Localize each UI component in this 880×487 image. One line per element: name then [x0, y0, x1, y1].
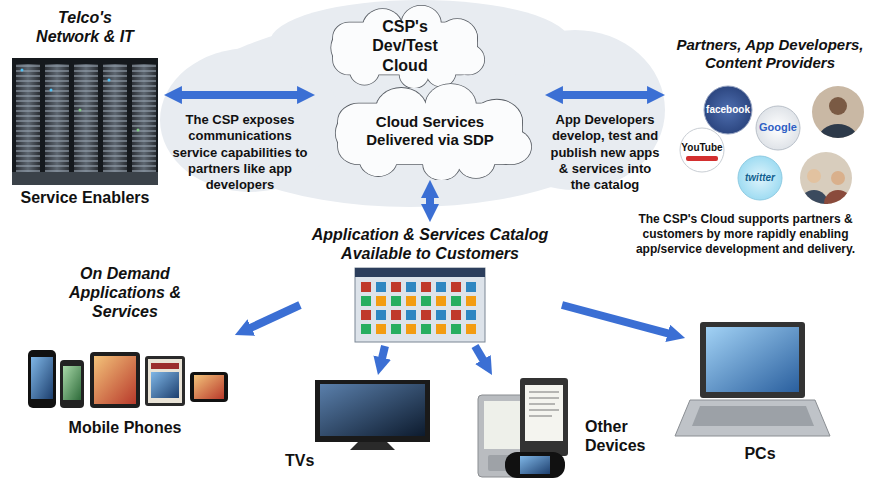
device-group: Other Devices — [470, 375, 665, 482]
cloud-label: Cloud Services Delivered via SDP — [355, 113, 505, 149]
logo-text: facebook — [698, 104, 758, 116]
device-group: PCs — [685, 318, 837, 468]
block-arrow — [475, 346, 487, 366]
device-group: On Demand Applications & ServicesMobile … — [15, 262, 235, 448]
partner-logos — [680, 86, 800, 200]
block-arrow — [426, 190, 434, 212]
background-cloud — [160, 0, 665, 207]
device-group: TVs — [285, 375, 445, 478]
group-caption: Service Enablers — [8, 188, 162, 207]
cloud-shape: Cloud Services Delivered via SDP — [315, 82, 545, 180]
cloud-outline — [315, 4, 495, 88]
app-catalog-screenshot — [355, 268, 485, 342]
block-arrow — [174, 91, 305, 99]
block-arrow — [244, 305, 300, 331]
annotation-text: App Developers develop, test and publish… — [548, 112, 662, 193]
annotation-text: The CSP's Cloud supports partners & cust… — [618, 212, 873, 257]
block-arrow — [380, 346, 385, 365]
laptop-picture — [675, 322, 830, 436]
group-caption: PCs — [685, 444, 835, 463]
other-devices-picture — [478, 378, 568, 478]
mobile-phones-picture — [28, 350, 228, 408]
server-picture-group: Telco's Network & IT Service Enablers — [8, 6, 164, 212]
block-arrow — [562, 305, 675, 335]
catalog-group: Application & Services Catalog Available… — [300, 222, 562, 346]
partner-photos — [800, 86, 864, 218]
server-room-picture — [12, 58, 158, 185]
logo-text: twitter — [730, 172, 790, 184]
cloud-label: CSP's Dev/Test Cloud — [348, 17, 463, 75]
partners-group: Partners, App Developers, Content Provid… — [665, 34, 877, 206]
cloud-outline — [315, 82, 545, 180]
group-caption: Mobile Phones — [25, 418, 225, 437]
logo-text: YouTube — [672, 142, 732, 154]
group-heading: Partners, App Developers, Content Provid… — [665, 36, 875, 72]
group-heading: Telco's Network & IT — [30, 8, 140, 46]
cloud-shape: CSP's Dev/Test Cloud — [315, 4, 495, 88]
group-caption: TVs — [285, 451, 325, 470]
annotation-text: The CSP exposes communications service c… — [166, 112, 314, 193]
group-heading: On Demand Applications & Services — [50, 264, 200, 322]
logo-text: Google — [748, 121, 808, 134]
block-arrow — [555, 91, 655, 99]
group-caption: Other Devices — [585, 417, 663, 455]
group-heading: Application & Services Catalog Available… — [300, 225, 560, 263]
tv-picture — [315, 380, 430, 450]
